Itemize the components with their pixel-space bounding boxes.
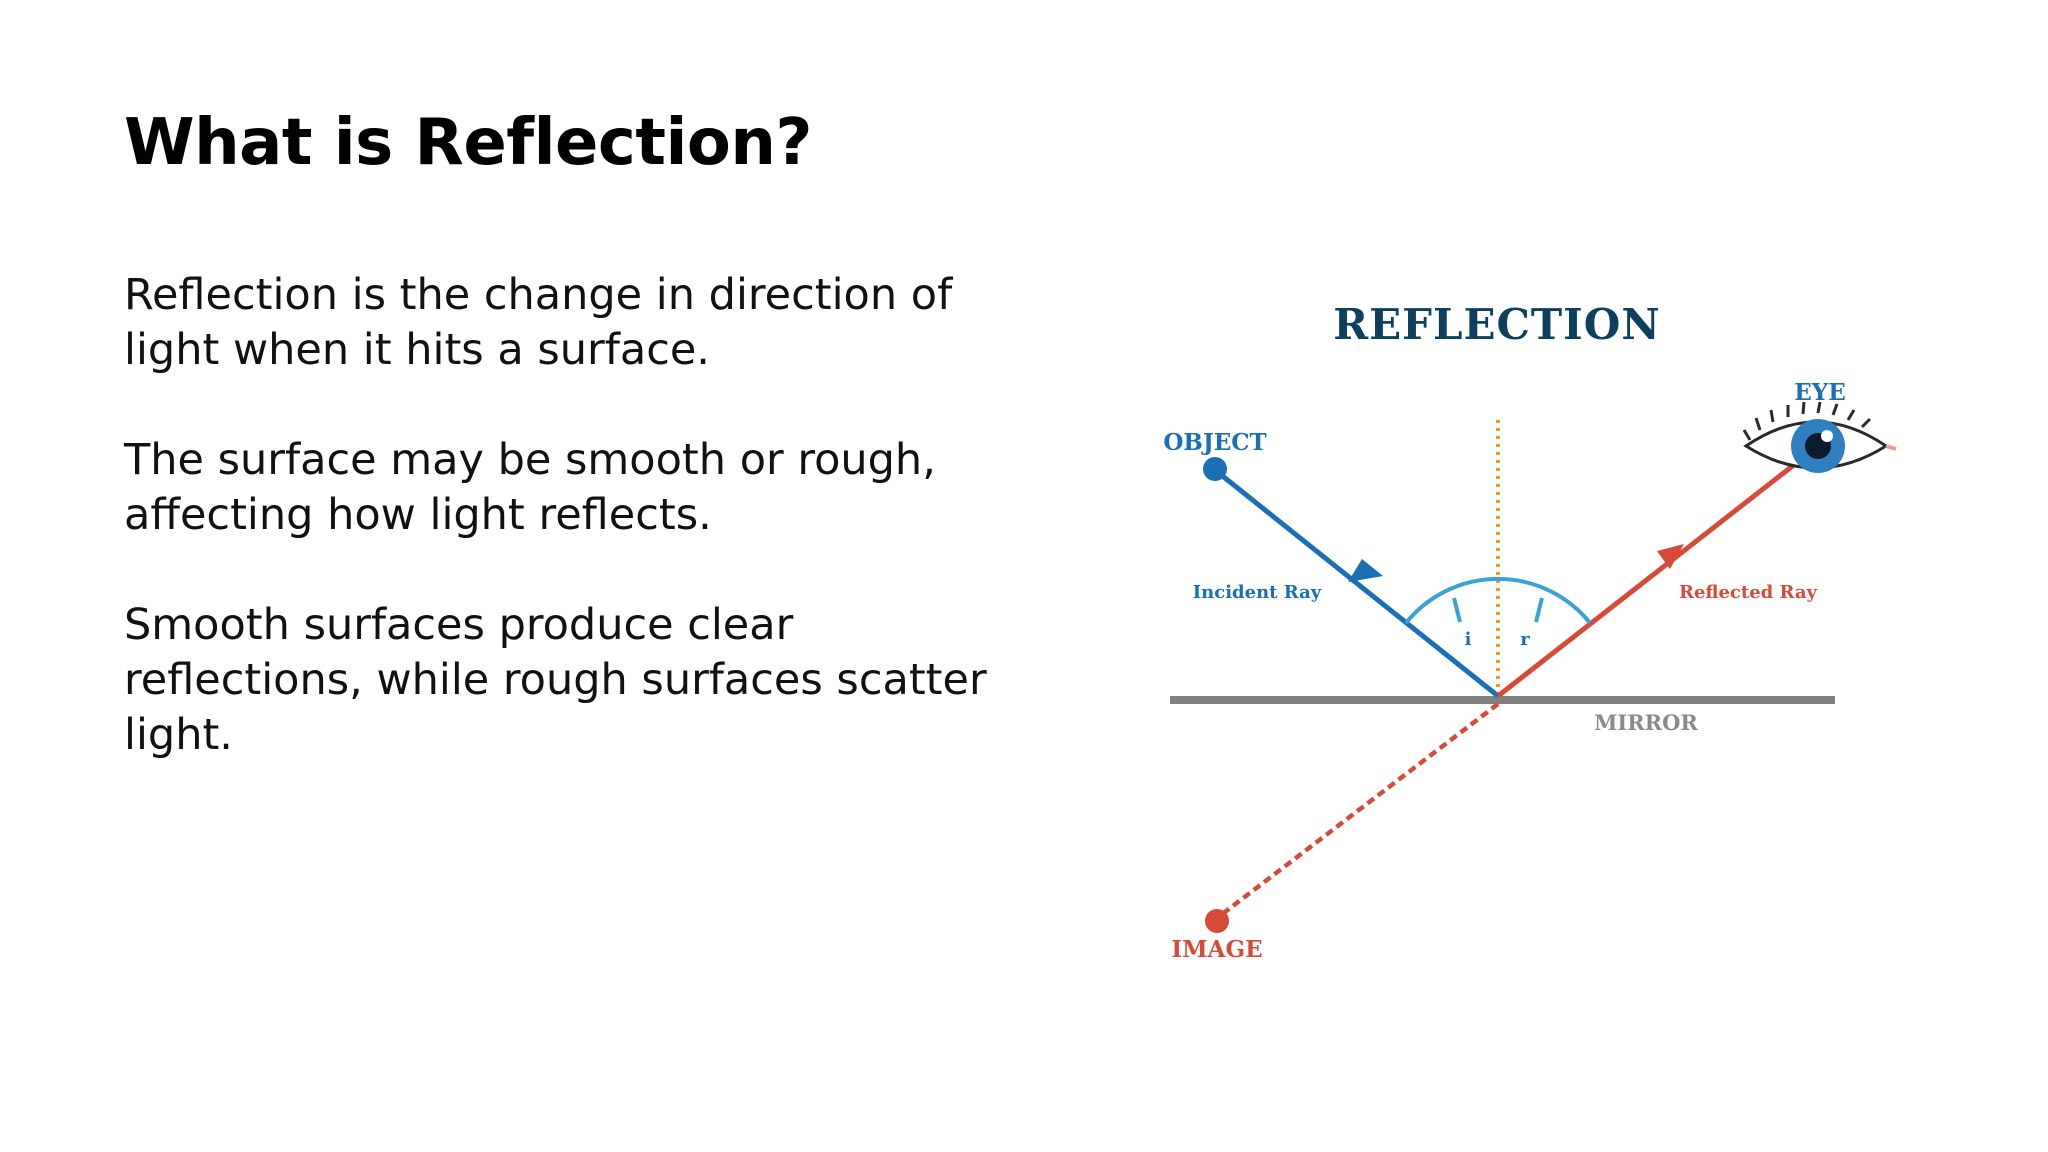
- incident-arrowhead: [1348, 559, 1383, 582]
- body-text: Reflection is the change in direction of…: [124, 268, 1004, 818]
- eye-icon: [1742, 401, 1897, 473]
- angle-tick-r: [1534, 597, 1544, 623]
- paragraph-surface: The surface may be smooth or rough, affe…: [124, 435, 936, 540]
- diagram-title: REFLECTION: [1333, 300, 1661, 349]
- reflected-arrowhead: [1657, 544, 1684, 569]
- slide-title: What is Reflection?: [124, 106, 813, 180]
- incident-ray-label: Incident Ray: [1193, 582, 1322, 603]
- image-label: IMAGE: [1171, 936, 1262, 963]
- eye-label: EYE: [1794, 379, 1845, 406]
- angle-i-label: i: [1465, 629, 1472, 650]
- mirror-label: MIRROR: [1594, 710, 1698, 735]
- angle-tick-i: [1452, 597, 1462, 623]
- paragraph-smooth-rough: Smooth surfaces produce clear reflection…: [124, 600, 987, 760]
- object-label: OBJECT: [1163, 429, 1266, 456]
- angle-arc: [1404, 576, 1592, 625]
- incident-ray: [1213, 468, 1500, 698]
- angle-r-label: r: [1520, 629, 1530, 650]
- image-dot: [1205, 909, 1229, 933]
- reflection-diagram: REFLECTION OBJECT EYE: [1140, 280, 1920, 980]
- object-dot: [1203, 457, 1227, 481]
- reflected-ray-label: Reflected Ray: [1679, 582, 1818, 603]
- reflected-ray: [1496, 462, 1797, 698]
- image-ray: [1215, 702, 1500, 920]
- paragraph-definition: Reflection is the change in direction of…: [124, 270, 953, 375]
